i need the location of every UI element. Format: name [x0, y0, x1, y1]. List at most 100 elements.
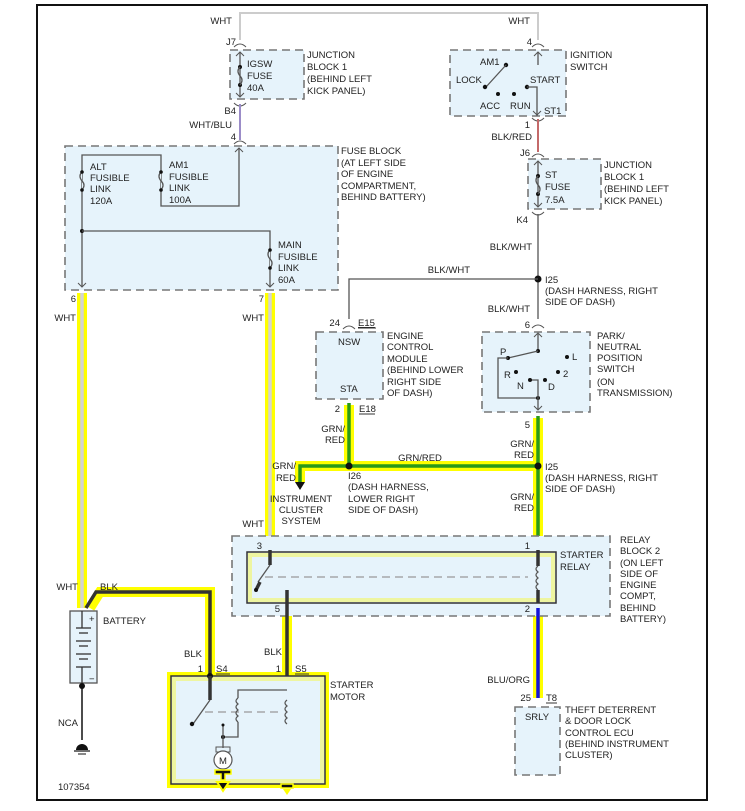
wire-label: GRN/ [321, 424, 345, 435]
component-label: CONTROL [387, 342, 433, 353]
fuse-type: FUSE [545, 182, 570, 193]
motor-icon [213, 750, 233, 770]
component-label: CONTROL ECU [565, 728, 634, 739]
fuse-block [64, 145, 339, 291]
pin-label: 2 [525, 604, 530, 615]
ground-icon [76, 744, 88, 750]
component-label: (BEHIND LOWER [387, 365, 464, 376]
splice-label: SIDE OF DASH) [545, 297, 615, 308]
battery-plus-icon: + [89, 614, 95, 625]
fusible-link-label: 100A [169, 195, 192, 206]
pin-label: 2 [335, 404, 340, 415]
connector-id: E15 [358, 318, 375, 329]
wire-label: BLK [100, 582, 119, 593]
fuse-type: FUSE [247, 71, 272, 82]
component-label: POSITION [597, 353, 643, 364]
arrow-down-icon [295, 482, 305, 490]
component-label: (BEHIND INSTRUMENT [565, 739, 669, 750]
fuse-icon [237, 66, 243, 86]
component-label: BLOCK 1 [307, 62, 347, 73]
wire-label: WHT [242, 313, 264, 324]
splice-label: LOWER RIGHT [348, 494, 415, 505]
wire-label: WHT [54, 313, 76, 324]
component-label: OF DASH) [387, 388, 432, 399]
terminal-label: AM1 [480, 57, 500, 68]
motor-label: M [219, 756, 227, 767]
component-label: BEHIND [620, 603, 656, 614]
terminal-label: SRLY [525, 712, 550, 723]
fuse-name: IGSW [247, 59, 272, 70]
component-label: BLOCK 1 [604, 172, 644, 183]
component-label: CLUSTER) [565, 750, 613, 761]
pin-label: 4 [231, 132, 236, 143]
solenoid-coil-icon [235, 697, 239, 723]
wire-label: NCA [58, 718, 79, 729]
fusible-link-label: LINK [90, 184, 112, 195]
connector-id: S4 [216, 664, 228, 675]
component-label: INSTRUMENT [270, 494, 332, 505]
pin-label: 1 [525, 541, 530, 552]
connector-id: T8 [546, 693, 557, 704]
component-label: SIDE OF [620, 569, 658, 580]
splice-label: I25 [545, 275, 558, 286]
component-label: OF ENGINE [341, 169, 393, 180]
splice-label: (DASH HARNESS, RIGHT [545, 473, 658, 484]
pin-label: 7 [259, 294, 264, 305]
component-label: (AT LEFT SIDE [341, 158, 406, 169]
component-label: NEUTRAL [597, 342, 641, 353]
component-label: STARTER [330, 680, 374, 691]
theft-deterrent-ecu [514, 706, 561, 776]
pin-label: 1 [525, 120, 530, 131]
fuse-rating: 40A [247, 83, 265, 94]
fuse-rating: 7.5A [545, 195, 565, 206]
fusible-link-label: ALT [90, 162, 107, 173]
fusible-link-label: MAIN [278, 240, 302, 251]
wire-label: BLK/WHT [428, 265, 470, 276]
fuse-icon [535, 175, 541, 195]
splice-label: I26 [348, 471, 361, 482]
fusible-link-label: AM1 [169, 160, 189, 171]
wire-label: GRN/ [272, 461, 296, 472]
engine-control-module [315, 331, 384, 400]
wire-label: WHT [210, 16, 232, 27]
component-label: ENGINE [387, 331, 423, 342]
component-label: KICK PANEL) [604, 196, 662, 207]
component-label: JUNCTION [307, 50, 355, 61]
pin-label: 1 [198, 664, 203, 675]
wire-label: BLK [264, 647, 283, 658]
pin-label: 3 [257, 541, 262, 552]
component-label: BATTERY) [620, 614, 666, 625]
component-label: BEHIND BATTERY) [341, 192, 426, 203]
wire-label: BLK/RED [491, 132, 532, 143]
ground-arrow-icon [215, 781, 231, 793]
position-label: 2 [563, 369, 568, 380]
position-label: N [517, 381, 524, 392]
terminal-label: NSW [338, 337, 360, 348]
wire-label: BLK/WHT [488, 304, 530, 315]
diagram-frame [36, 4, 708, 801]
splice-label: (DASH HARNESS, [348, 482, 429, 493]
pin-label: 6 [525, 320, 530, 331]
splice-label: SIDE OF DASH) [348, 505, 418, 516]
terminal-label: LOCK [456, 75, 483, 86]
splice-i25-bottom [534, 462, 542, 470]
component-label: (ON LEFT [620, 558, 663, 569]
fusible-link-label: LINK [169, 183, 191, 194]
wire-label: WHT [242, 519, 264, 530]
fusible-link-icon [267, 249, 273, 269]
pin-label: 25 [520, 693, 531, 704]
splice-label: (DASH HARNESS, RIGHT [545, 286, 658, 297]
component-label: CLUSTER [279, 505, 323, 516]
fuse-name: ST [545, 170, 557, 181]
component-label: IGNITION [570, 50, 612, 61]
component-label: (ON [597, 377, 615, 388]
pin-label: 24 [329, 318, 340, 329]
component-label: BATTERY [103, 616, 147, 627]
battery-minus-icon: − [89, 674, 95, 685]
park-neutral-position-switch [481, 331, 591, 413]
wire-wht-top [239, 12, 539, 40]
wire-blk-battery [84, 590, 212, 676]
component-label: RELAY [560, 562, 591, 573]
splice-label: I25 [545, 462, 558, 473]
pin-label: 6 [71, 294, 76, 305]
